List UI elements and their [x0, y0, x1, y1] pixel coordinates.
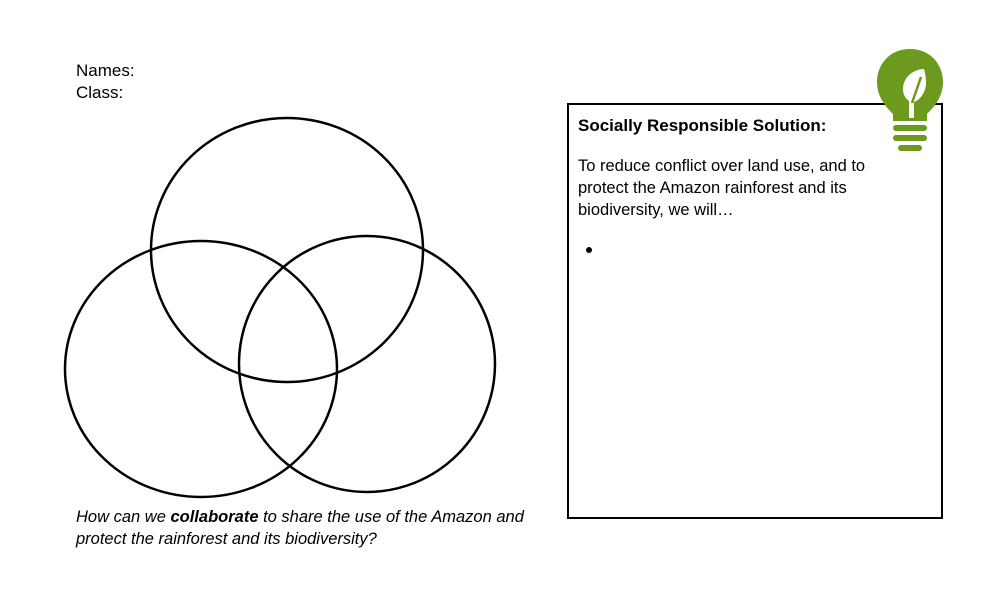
question-emphasis: collaborate [170, 508, 259, 526]
venn-circle-left[interactable] [63, 239, 339, 499]
solution-title: Socially Responsible Solution: [578, 116, 827, 135]
class-line: Class: [76, 83, 129, 103]
venn-diagram [63, 116, 497, 499]
leaf-vein [910, 76, 923, 104]
bulb-base-ring-3 [898, 145, 922, 151]
solution-bullet-list [578, 237, 932, 261]
names-label: Names: [76, 61, 135, 80]
lightbulb-leaf-icon [877, 49, 943, 151]
question-text-end: to share the use of the Amazon and prote… [76, 508, 524, 548]
solution-prompt: To reduce conflict over land use, and to… [578, 157, 866, 219]
solution-bullet-item[interactable] [604, 237, 932, 261]
names-line: Names: [76, 61, 141, 81]
bulb-base-ring-2 [893, 135, 927, 141]
venn-circle-right[interactable] [237, 234, 497, 494]
class-label: Class: [76, 83, 124, 102]
solution-box: Socially Responsible Solution: To reduce… [567, 103, 943, 519]
question-text-start: How can we [76, 508, 171, 526]
venn-circle-top[interactable] [149, 116, 425, 384]
bulb-base-ring-1 [893, 125, 927, 131]
guiding-question: How can we collaborate to share the use … [76, 506, 556, 550]
